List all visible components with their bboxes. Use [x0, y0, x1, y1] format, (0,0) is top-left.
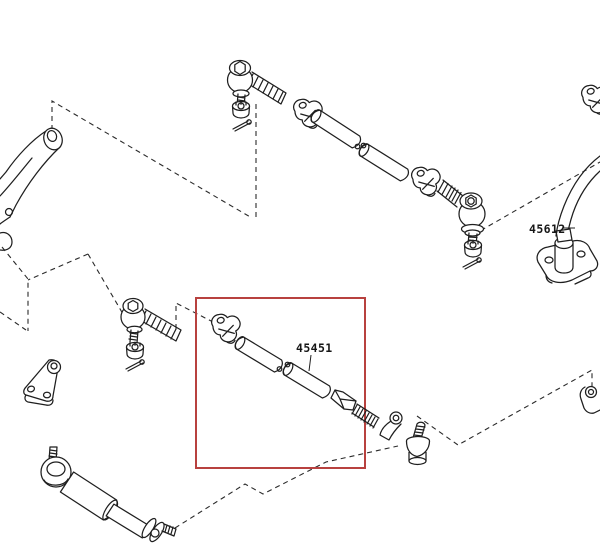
highlight-box — [195, 297, 366, 469]
bolt-hole — [42, 391, 52, 399]
tie-rod-end-upper-right — [436, 179, 486, 247]
relay-tube-front — [310, 109, 362, 150]
hex-socket — [465, 194, 477, 208]
relay-tube-rear — [358, 142, 410, 182]
tie-rod-end-middle-left — [120, 297, 182, 344]
triangular-bracket-plate — [23, 359, 62, 406]
hex-socket — [127, 299, 139, 313]
castle-nut-upper — [231, 100, 251, 119]
steering-damper — [40, 446, 177, 543]
part-callout-45612: 45612 — [529, 222, 575, 236]
ball-stud — [48, 446, 58, 462]
bolt-hole — [26, 385, 36, 393]
part-number-label-45612[interactable]: 45612 — [529, 222, 566, 236]
bolt-hole — [576, 250, 586, 258]
link-bracket-right-edge — [579, 385, 600, 414]
tie-rod-tube-assembly-45451 — [234, 336, 357, 411]
bolt-hole — [46, 359, 62, 375]
ball-stud — [467, 232, 478, 247]
label-leader-line — [308, 354, 312, 372]
castle-nut-middle-left — [125, 341, 145, 360]
part-number-label-45451[interactable]: 45451 — [296, 341, 333, 355]
castle-nut-right — [463, 239, 483, 258]
tie-rod-end-upper — [226, 59, 287, 108]
bolt-hole — [544, 256, 554, 264]
tube-clamp-lower — [379, 411, 403, 441]
tie-rod-end-lower — [405, 421, 431, 466]
bolt-hole — [4, 207, 14, 217]
ball-stud — [128, 329, 139, 344]
ball-stud — [236, 93, 246, 108]
steering-knuckle-arm-left — [0, 127, 63, 251]
steering-knuckle-arm-right — [536, 155, 600, 285]
part-callout-45451: 45451 — [296, 341, 333, 372]
tie-rod-threaded-end — [351, 403, 380, 429]
hex-socket — [234, 60, 246, 76]
assembly-connector-lines — [0, 100, 600, 529]
ball-stud — [412, 421, 426, 440]
